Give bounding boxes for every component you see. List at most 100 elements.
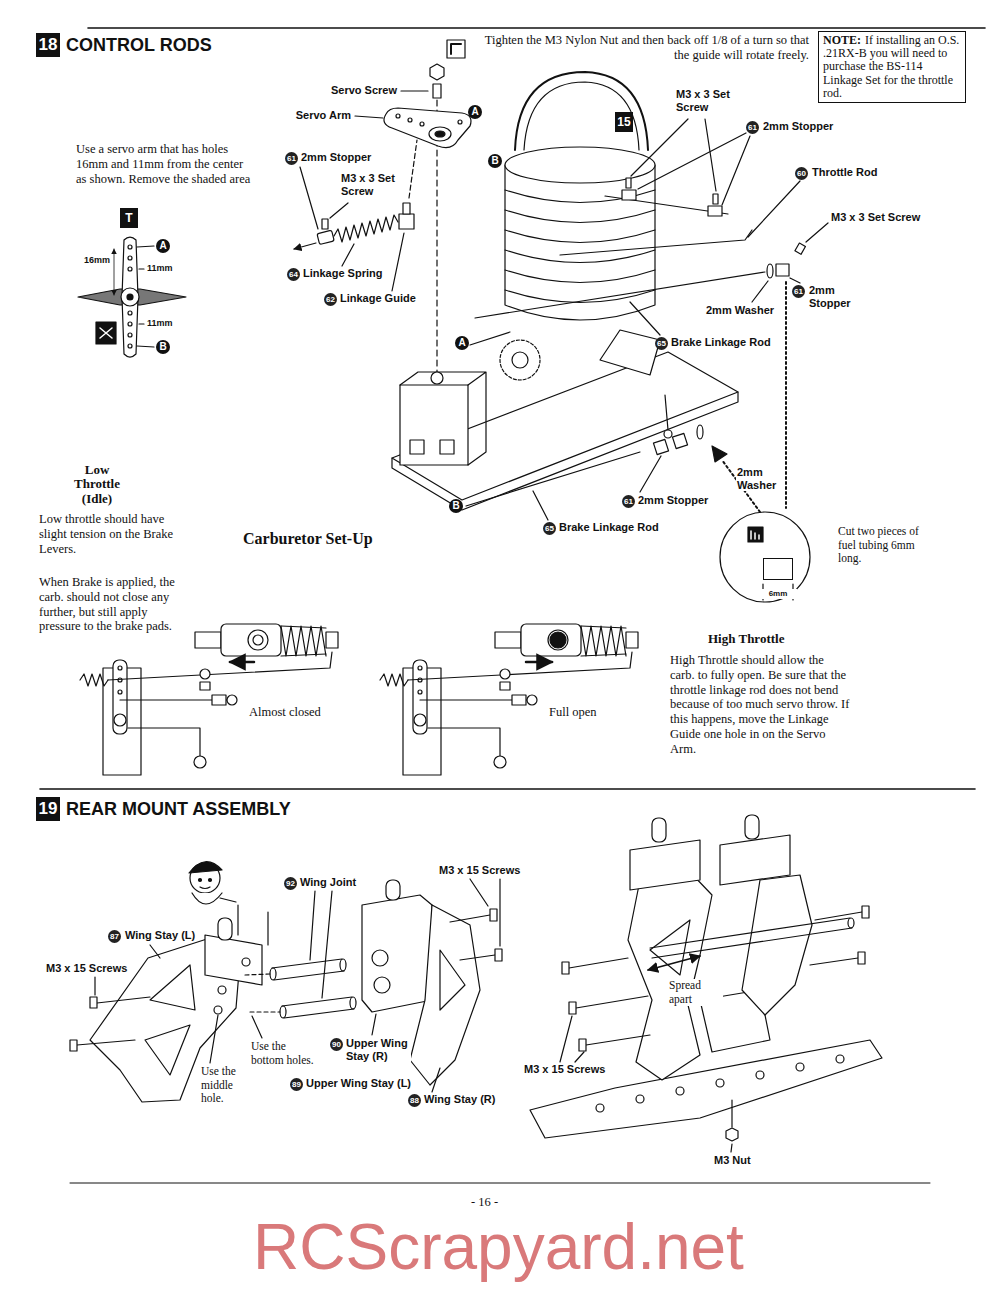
linkage-guide-assembly xyxy=(322,219,328,229)
rear-mount-assembled xyxy=(569,958,628,968)
linkage-guide-assembly xyxy=(334,215,398,242)
wing-joint xyxy=(280,1006,286,1018)
wing-stay-left xyxy=(210,1015,218,1063)
servo-arm xyxy=(420,122,424,126)
carburetor-state xyxy=(230,632,566,662)
part-label: 2mm Stopper xyxy=(300,151,372,164)
part-label: M3 x 15 Screws xyxy=(438,864,521,877)
engine-chassis xyxy=(600,330,660,375)
servo-arm-detail xyxy=(137,246,154,247)
carburetor-linkage xyxy=(326,632,338,648)
callout-number: 87 xyxy=(108,930,121,943)
rear-mount-assembled xyxy=(596,1104,604,1112)
icon-letter: T xyxy=(120,208,138,228)
note-lead: NOTE: xyxy=(823,33,861,47)
part-label: Servo Screw xyxy=(300,84,398,97)
rear-mount-assembled xyxy=(630,840,700,890)
fuel-tubing-detail xyxy=(720,512,810,602)
marker-letter: A xyxy=(468,105,482,119)
servo-arm-detail xyxy=(128,322,132,326)
rear-mount-assembled xyxy=(862,906,869,918)
rear-mount-assembled xyxy=(652,818,666,842)
carburetor-linkage xyxy=(114,714,126,726)
instruction-note: Use the middle hole. xyxy=(200,1065,248,1106)
carburetor-state xyxy=(253,635,263,645)
engine-chassis xyxy=(785,282,787,508)
wing-stay-left xyxy=(218,918,232,940)
engine-chassis xyxy=(806,223,828,242)
engine-chassis xyxy=(713,194,718,204)
rear-mount-assembled xyxy=(576,996,648,1008)
dimension-box: 6mm xyxy=(763,558,793,580)
wing-joint xyxy=(340,959,346,971)
wing-stay-right xyxy=(450,915,490,922)
wing-joint xyxy=(270,968,276,980)
carburetor-state xyxy=(230,661,254,664)
part-label: Servo Arm xyxy=(290,109,352,122)
wing-stay-right xyxy=(440,950,465,1010)
carburetor-linkage xyxy=(281,626,326,656)
wing-stay-left xyxy=(242,958,250,966)
part-label: 2mm Washer xyxy=(705,304,775,317)
callout-number: 61 xyxy=(622,495,635,508)
callout-number: 89 xyxy=(290,1078,303,1091)
rear-mount-assembled xyxy=(648,956,700,970)
engine-chassis xyxy=(752,281,768,302)
engine-chassis xyxy=(431,372,443,384)
carburetor-linkage xyxy=(281,626,326,656)
wing-stay-left xyxy=(77,1040,135,1045)
carburetor-linkage xyxy=(380,624,638,775)
mascot-figure xyxy=(209,879,212,882)
wing-stay-left xyxy=(70,1040,77,1051)
line-art xyxy=(40,28,985,1183)
watermark: RCScrapyard.net xyxy=(252,1212,745,1282)
carburetor-linkage xyxy=(200,682,210,690)
marker-letter: B xyxy=(156,340,170,354)
linkage-guide-assembly xyxy=(403,203,410,214)
rear-mount-assembled xyxy=(676,1087,684,1095)
carburetor-linkage xyxy=(227,695,237,705)
state-caption: Almost closed xyxy=(248,705,322,720)
fuel-tubing-detail xyxy=(748,527,763,542)
wing-stay-right xyxy=(490,909,497,921)
engine-chassis xyxy=(622,190,636,200)
servo-arm-detail xyxy=(128,245,132,249)
carburetor-linkage xyxy=(128,728,200,756)
engine-chassis xyxy=(560,230,752,255)
mascot-figure xyxy=(220,898,236,902)
servo-arm xyxy=(433,84,441,98)
carburetor-linkage xyxy=(118,690,122,694)
engine-chassis xyxy=(664,430,672,438)
callout-number: 64 xyxy=(287,268,300,281)
wing-joint xyxy=(282,997,354,1018)
engine-chassis xyxy=(470,332,510,345)
callout-number: 65 xyxy=(543,522,556,535)
wing-stay-left xyxy=(252,1016,262,1038)
carburetor-linkage xyxy=(80,624,338,775)
servo-arm-detail xyxy=(127,294,133,300)
wing-stay-left xyxy=(145,1025,190,1075)
engine-chassis xyxy=(640,456,661,492)
engine-chassis xyxy=(790,278,800,283)
part-label: Upper Wing Stay (L) xyxy=(305,1077,412,1090)
carburetor-state xyxy=(526,661,552,664)
engine-chassis xyxy=(392,72,828,520)
mascot-figure xyxy=(267,912,268,945)
engine-chassis xyxy=(440,440,454,454)
rear-mount-assembled xyxy=(628,872,712,1080)
rear-mount-assembled xyxy=(858,952,865,964)
icon-number: 15 xyxy=(615,112,633,132)
carburetor-linkage xyxy=(118,666,122,670)
carburetor-linkage xyxy=(221,624,281,656)
rear-mount-assembled xyxy=(562,962,569,974)
rear-mount-assembled xyxy=(530,1040,882,1138)
linkage-guide-assembly xyxy=(300,167,318,229)
servo-arm-detail xyxy=(122,237,138,357)
carburetor-state xyxy=(550,632,566,648)
wing-stay-right xyxy=(410,905,480,1085)
engine-chassis xyxy=(672,433,687,448)
wing-stay-left xyxy=(218,986,226,994)
linkage-guide-assembly xyxy=(342,244,354,266)
servo-arm xyxy=(447,40,465,58)
